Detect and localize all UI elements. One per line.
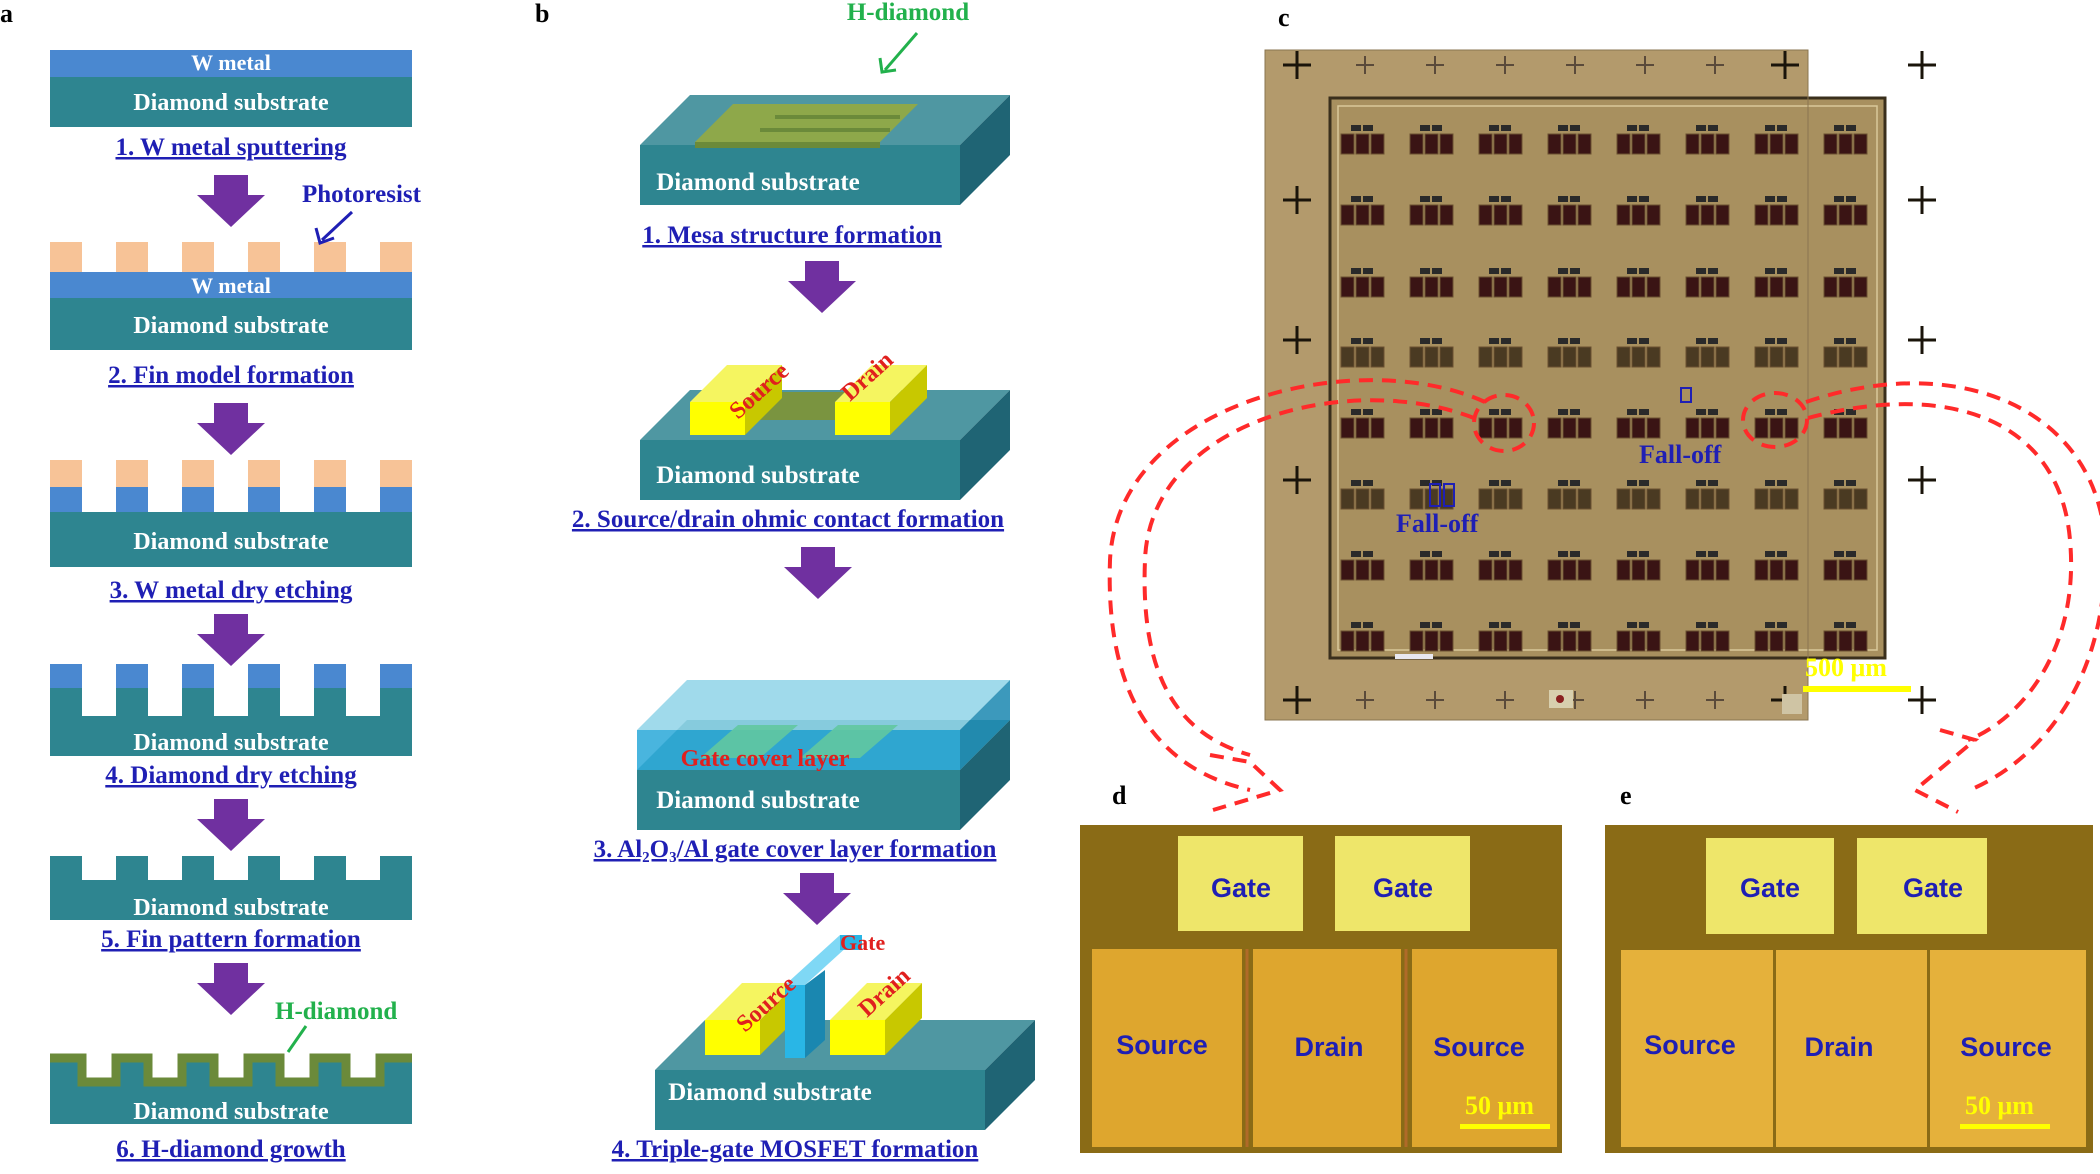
drain-label: Drain — [1804, 1032, 1873, 1062]
micrograph-d — [1080, 825, 1562, 1153]
scale-bar — [1460, 1124, 1550, 1129]
panel-label-e: e — [1620, 781, 1632, 810]
substrate-label: Diamond substrate — [133, 529, 329, 555]
h-diamond-pointer — [883, 32, 919, 71]
b-block4: Source Drain Gate Diamond substrate — [655, 930, 1035, 1130]
substrate-label: Diamond substrate — [668, 1079, 872, 1106]
gate-label: Gate — [1903, 873, 1963, 903]
h-diamond-pointer — [286, 1025, 308, 1053]
down-arrow-icon — [197, 799, 265, 851]
a-step6-caption: 6. H-diamond growth — [116, 1136, 346, 1163]
micrograph-e — [1605, 825, 2093, 1153]
source-label: Source — [1960, 1032, 2052, 1062]
w-metal-label: W metal — [191, 273, 271, 298]
b-step3-caption: 3. Al₂O₃/Al gate cover layer formation — [594, 836, 997, 863]
b-block2: Source Drain Diamond substrate — [640, 347, 1010, 500]
substrate-label: Diamond substrate — [133, 1099, 329, 1125]
a-step3-stack: Diamond substrate — [50, 460, 412, 567]
photoresist-pointer — [320, 210, 354, 242]
down-arrow-icon — [788, 261, 856, 313]
down-arrow-icon — [197, 175, 265, 227]
gate-label: Gate — [840, 930, 885, 955]
fall-off-marker — [1443, 483, 1455, 507]
gate-label: Gate — [1740, 873, 1800, 903]
substrate-label: Diamond substrate — [133, 313, 329, 339]
micrograph-c — [1264, 49, 1936, 721]
h-diamond-layer — [50, 1053, 412, 1087]
source-label: Source — [1644, 1030, 1736, 1060]
drain-label: Drain — [1294, 1032, 1363, 1062]
a-step6-stack: Diamond substrate — [50, 1053, 412, 1125]
photoresist-label: Photoresist — [302, 181, 422, 208]
a-step2-caption: 2. Fin model formation — [108, 362, 354, 389]
h-diamond-label: H-diamond — [847, 0, 969, 26]
a-step5-caption: 5. Fin pattern formation — [101, 926, 361, 953]
substrate-label: Diamond substrate — [656, 462, 860, 489]
a-step4-caption: 4. Diamond dry etching — [105, 762, 357, 789]
b-block3: Gate cover layer Diamond substrate — [637, 680, 1010, 830]
panel-label-a: a — [0, 0, 13, 28]
scale-bar — [1960, 1124, 2050, 1129]
fall-off-label-2: Fall-off — [1396, 509, 1479, 538]
substrate-label: Diamond substrate — [133, 895, 329, 921]
substrate-label: Diamond substrate — [133, 730, 329, 756]
down-arrow-icon — [784, 547, 852, 599]
down-arrow-icon — [197, 963, 265, 1015]
gate-label: Gate — [1373, 873, 1433, 903]
gate-cover-label: Gate cover layer — [681, 746, 850, 772]
a-step1-caption: 1. W metal sputtering — [115, 134, 347, 161]
fall-off-marker — [1429, 483, 1441, 507]
panel-label-b: b — [535, 0, 549, 28]
a-step5-stack: Diamond substrate — [50, 856, 412, 921]
substrate-label: Diamond substrate — [656, 169, 860, 196]
source-label: Source — [1116, 1030, 1208, 1060]
scale-bar-label: 50 μm — [1465, 1091, 1534, 1120]
panel-label-c: c — [1278, 3, 1290, 32]
device-array — [1340, 125, 1868, 652]
substrate-label: Diamond substrate — [656, 787, 860, 814]
source-label: Source — [1433, 1032, 1525, 1062]
down-arrow-icon — [197, 403, 265, 455]
fall-off-marker — [1680, 387, 1692, 403]
b-block1: Diamond substrate — [640, 95, 1010, 205]
b-step4-caption: 4. Triple-gate MOSFET formation — [612, 1136, 979, 1163]
scale-bar — [1803, 686, 1911, 692]
b-step1-caption: 1. Mesa structure formation — [642, 222, 942, 249]
fall-off-label-1: Fall-off — [1639, 440, 1722, 469]
pointer-arrow-icon — [878, 57, 897, 74]
pointer-arrow-icon — [314, 227, 335, 245]
scale-bar-label: 50 μm — [1965, 1091, 2034, 1120]
down-arrow-icon — [783, 873, 851, 925]
a-step3-caption: 3. W metal dry etching — [110, 577, 353, 604]
w-metal-label: W metal — [191, 50, 271, 75]
b-step2-caption: 2. Source/drain ohmic contact formation — [572, 506, 1004, 533]
scale-bar-label: 500 μm — [1805, 653, 1887, 682]
h-diamond-label: H-diamond — [275, 998, 397, 1025]
a-step2-stack: W metal Diamond substrate — [50, 242, 412, 350]
gate-label: Gate — [1211, 873, 1271, 903]
panel-label-d: d — [1112, 781, 1127, 810]
substrate-label: Diamond substrate — [133, 90, 329, 116]
a-step4-stack: Diamond substrate — [50, 664, 412, 756]
a-step1-stack: W metal Diamond substrate — [50, 50, 412, 127]
down-arrow-icon — [197, 614, 265, 666]
callout-arrows — [1107, 378, 2100, 814]
